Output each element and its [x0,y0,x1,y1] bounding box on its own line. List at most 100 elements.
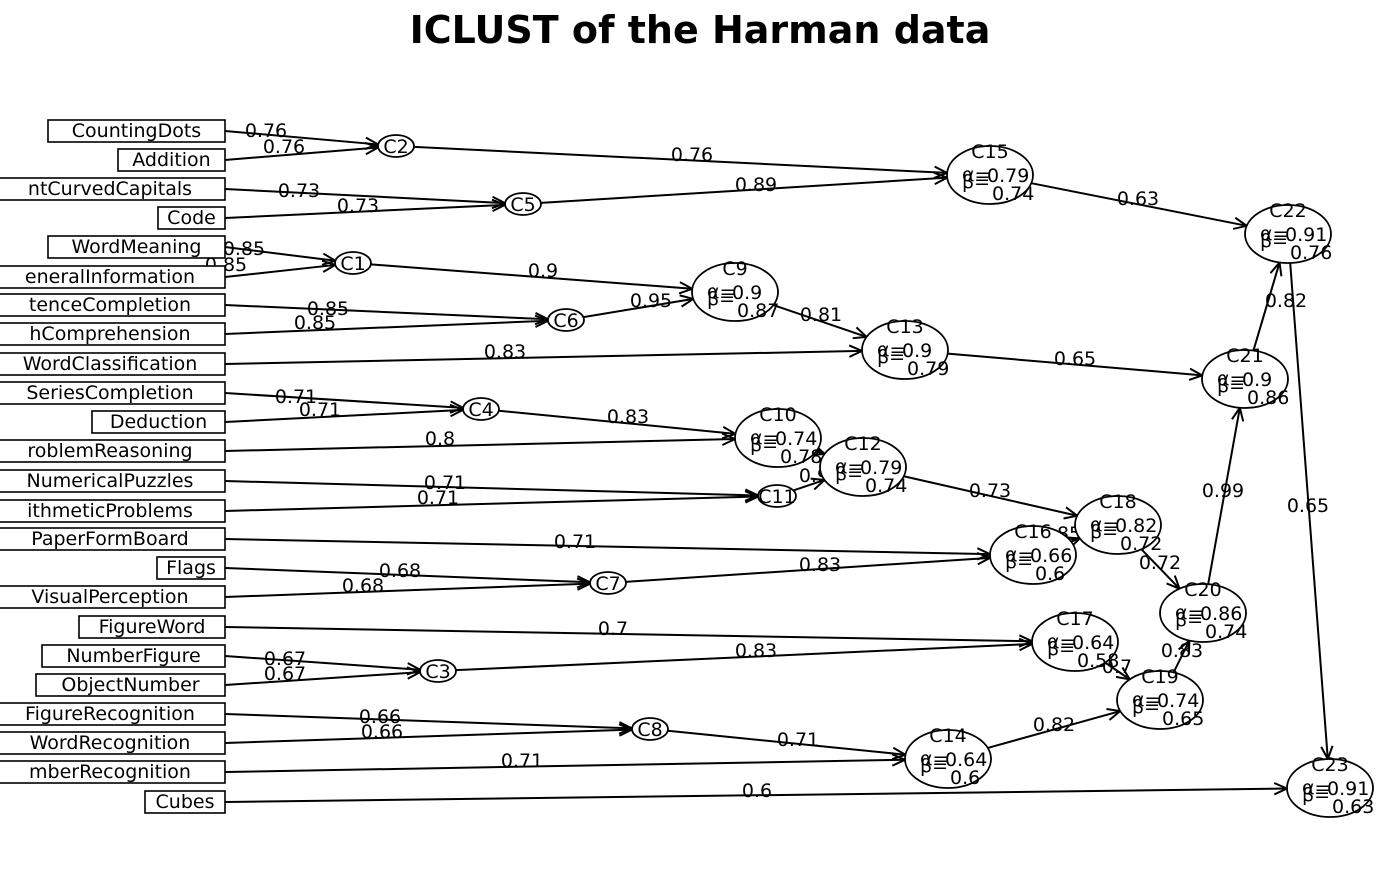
cluster-label: C14 [929,725,966,747]
item-label: PaperFormBoard [31,528,189,550]
cluster-label: C19 [1141,666,1178,688]
edge-c22-c23: 0.65 [1287,262,1334,762]
edge-line [224,495,759,512]
item-countingdots: CountingDots [47,119,226,143]
edge-label: 0.83 [484,341,526,363]
item-box [0,585,226,609]
edge-line [413,145,948,174]
item-paragraphcomprehension: hComprehension [0,322,226,346]
alpha-symbol: α= [962,164,990,186]
item-straightcurvedcapitals: ntCurvedCapitals [0,177,226,201]
edge-c21-c22: 0.82 [1252,260,1307,351]
cluster-label: C16 [1014,521,1051,543]
item-numberfigure: NumberFigure [41,644,226,668]
item-wordclassification: WordClassification [0,352,226,376]
item-box [0,177,226,201]
edge-c3-c17: 0.83 [455,637,1035,672]
beta-symbol: β= [1217,375,1245,397]
edge-label: 0.81 [800,304,842,326]
edge-deduction-c4: 0.71 [224,399,466,423]
cluster-label: C5 [510,194,535,216]
item-box [41,644,226,668]
item-label: eneralInformation [25,266,195,288]
cluster-alpha: 0.91 [1285,224,1327,246]
nodes-layer: CountingDotsAdditionntCurvedCapitalsCode… [0,119,1374,818]
cluster-ellipse [1286,758,1374,818]
edge-line [455,642,1033,672]
item-label: NumberFigure [66,645,200,667]
cluster-ellipse [989,525,1077,585]
cluster-beta: 0.58 [1077,650,1119,672]
edge-label: 0.73 [969,480,1011,502]
edge-c1-c9: 0.9 [370,260,695,295]
cluster-ellipse [589,571,627,595]
cluster-beta: 0.6 [950,767,980,789]
item-box [78,615,226,639]
item-paperformboard: PaperFormBoard [0,527,226,551]
alpha-symbol: α= [1302,777,1330,799]
item-label: FigureWord [99,616,206,638]
edge-problemreasoning-c10: 0.8 [224,428,738,452]
cluster-alpha: 0.79 [987,165,1029,187]
edge-label: 0.71 [554,531,596,553]
item-visualperception: VisualPerception [0,585,226,609]
edge-label: 0.71 [299,399,341,421]
item-box [156,556,226,580]
cluster-alpha: 0.64 [945,749,987,771]
edge-label: 0.99 [1202,480,1244,502]
alpha-symbol: α= [920,748,948,770]
item-label: WordClassification [23,353,198,375]
edge-line [224,246,336,262]
edge-label: 0.95 [630,290,672,312]
edge-line [224,582,591,598]
edge-numericalpuzzles-c11: 0.71 [224,472,761,502]
edge-label: 0.6 [742,780,772,802]
cluster-ellipse [904,729,992,789]
edge-label: 0.76 [671,144,713,166]
cluster-label: C10 [759,404,796,426]
beta-symbol: β= [920,755,948,777]
edge-paragraphcomprehension-c6: 0.85 [224,312,551,335]
cluster-c2: C2 [377,134,415,158]
edge-label: 0.66 [359,706,401,728]
beta-symbol: β= [707,288,735,310]
item-label: Code [167,207,216,229]
alpha-symbol: α= [877,339,905,361]
edge-line [224,263,336,278]
cluster-ellipse [691,262,779,322]
cluster-label: C1 [340,253,365,275]
edge-line [224,130,379,146]
cluster-beta: 0.63 [1332,796,1374,818]
item-box [0,293,226,317]
beta-symbol: β= [877,346,905,368]
cluster-c4: C4 [462,397,500,421]
cluster-ellipse [419,659,457,683]
edge-straightcurvedcapitals-c5: 0.73 [224,180,508,210]
alpha-symbol: α= [1175,602,1203,624]
edge-objectnumber-c3: 0.67 [224,663,423,686]
edge-numberfigure-c3: 0.67 [224,648,423,676]
cluster-beta: 0.74 [1205,621,1247,643]
edge-label: 0.63 [1117,188,1159,210]
edge-numberrecognition-c14: 0.71 [224,750,908,773]
alpha-symbol: α= [1132,689,1160,711]
cluster-ellipse [1201,349,1289,409]
edge-c6-c9: 0.95 [583,290,696,319]
item-label: WordRecognition [30,732,191,754]
cluster-c8: C8 [631,717,669,741]
edge-label: 0.67 [264,663,306,685]
edge-line [1252,262,1281,351]
edge-line [224,304,549,321]
cluster-alpha: 0.9 [902,340,932,362]
edge-label: 0.71 [275,386,317,408]
item-label: ithmeticProblems [27,500,193,522]
edge-label: 0.67 [264,648,306,670]
cluster-ellipse [757,484,797,508]
edge-label: 0.83 [735,640,777,662]
cluster-alpha: 0.64 [1072,632,1114,654]
item-label: tenceCompletion [29,294,191,316]
item-wordrecognition: WordRecognition [0,731,226,755]
cluster-label: C17 [1056,608,1093,630]
edge-line [1140,548,1181,590]
cluster-alpha: 0.86 [1200,603,1242,625]
